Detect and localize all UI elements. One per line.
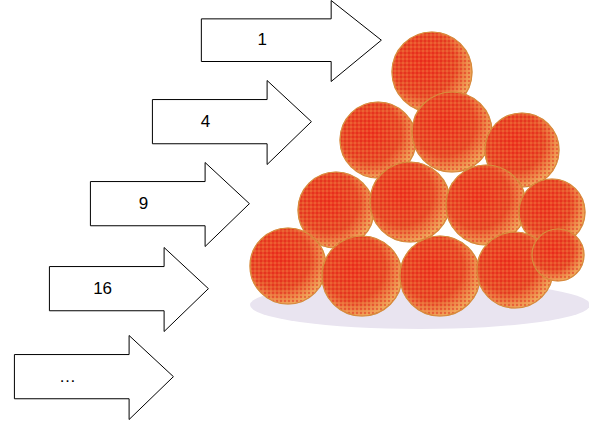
block-arrow: 4 [148,80,316,165]
block-arrow: 1 [197,0,386,82]
arrow-outline [148,80,316,165]
arrow-number: 4 [150,101,261,143]
arrow-number: 16 [47,268,158,310]
oranges [250,32,585,316]
arrow-outline [45,247,213,332]
arrow-outline [197,0,386,82]
block-arrow: … [10,335,178,420]
arrow-outline [10,335,178,420]
arrow-outline [86,162,254,247]
arrow-number: 9 [88,183,199,225]
block-arrow: 16 [45,247,213,332]
arrow-number: … [12,356,123,398]
block-arrow: 9 [86,162,254,247]
arrow-number: 1 [199,20,325,61]
